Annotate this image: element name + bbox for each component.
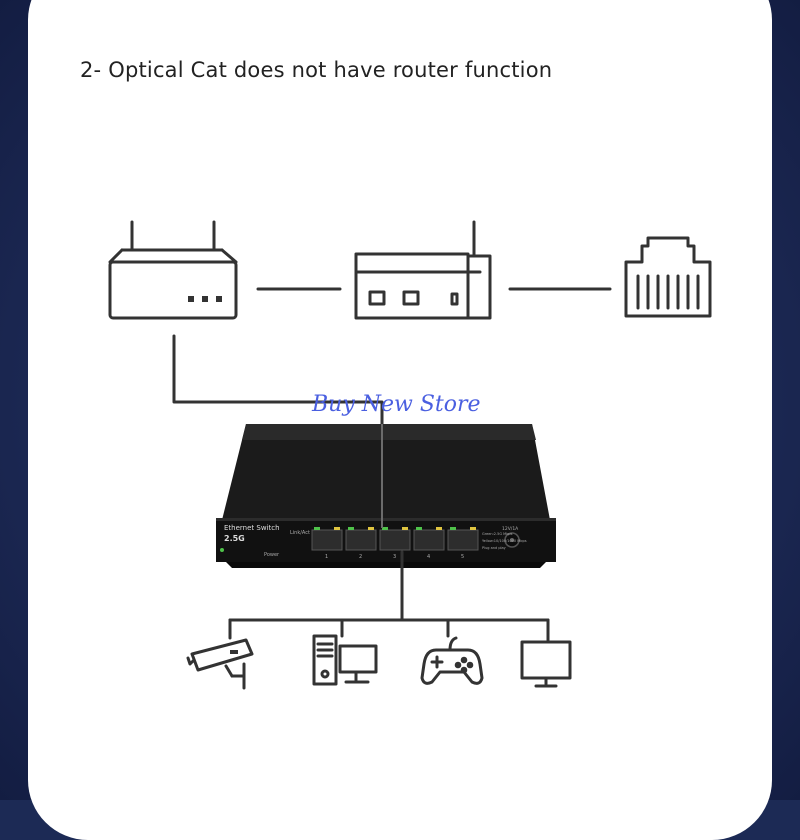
switch-speed-label-3: Plug and play: [482, 546, 506, 550]
ethernet-switch: Ethernet Switch 2.5G Power Link/Act 1 2 …: [216, 424, 556, 568]
store-watermark: Buy New Store: [312, 392, 481, 417]
switch-port-number-1: 1: [325, 554, 328, 560]
network-diagram: Ethernet Switch 2.5G Power Link/Act 1 2 …: [108, 220, 712, 690]
switch-port-number-4: 4: [427, 554, 430, 560]
switch-ports: [311, 527, 479, 551]
ethernet-port-icon: [624, 236, 712, 318]
router-icon: [108, 220, 238, 320]
switch-port-number-3: 3: [393, 554, 396, 560]
switch-port-number-2: 2: [359, 554, 362, 560]
switch-speed-label-2: Yellow:10/100/1000 Mbps: [482, 539, 527, 543]
desktop-computer-icon: [312, 634, 378, 686]
switch-link-label: Link/Act: [290, 530, 310, 536]
security-camera-icon: [186, 638, 254, 690]
content-card: [28, 0, 772, 840]
monitor-icon: [520, 640, 572, 688]
switch-port-number-5: 5: [461, 554, 464, 560]
switch-brand-line2: 2.5G: [224, 534, 245, 543]
switch-dc-label: 12V/1A: [502, 526, 519, 532]
switch-power-label: Power: [264, 552, 280, 558]
switch-speed-label-1: Green:2.5G Mbps: [482, 532, 513, 536]
switch-brand-line1: Ethernet Switch: [224, 524, 280, 532]
game-controller-icon: [420, 636, 484, 685]
optical-modem-icon: [354, 220, 492, 320]
diagram-caption: 2- Optical Cat does not have router func…: [80, 58, 553, 82]
